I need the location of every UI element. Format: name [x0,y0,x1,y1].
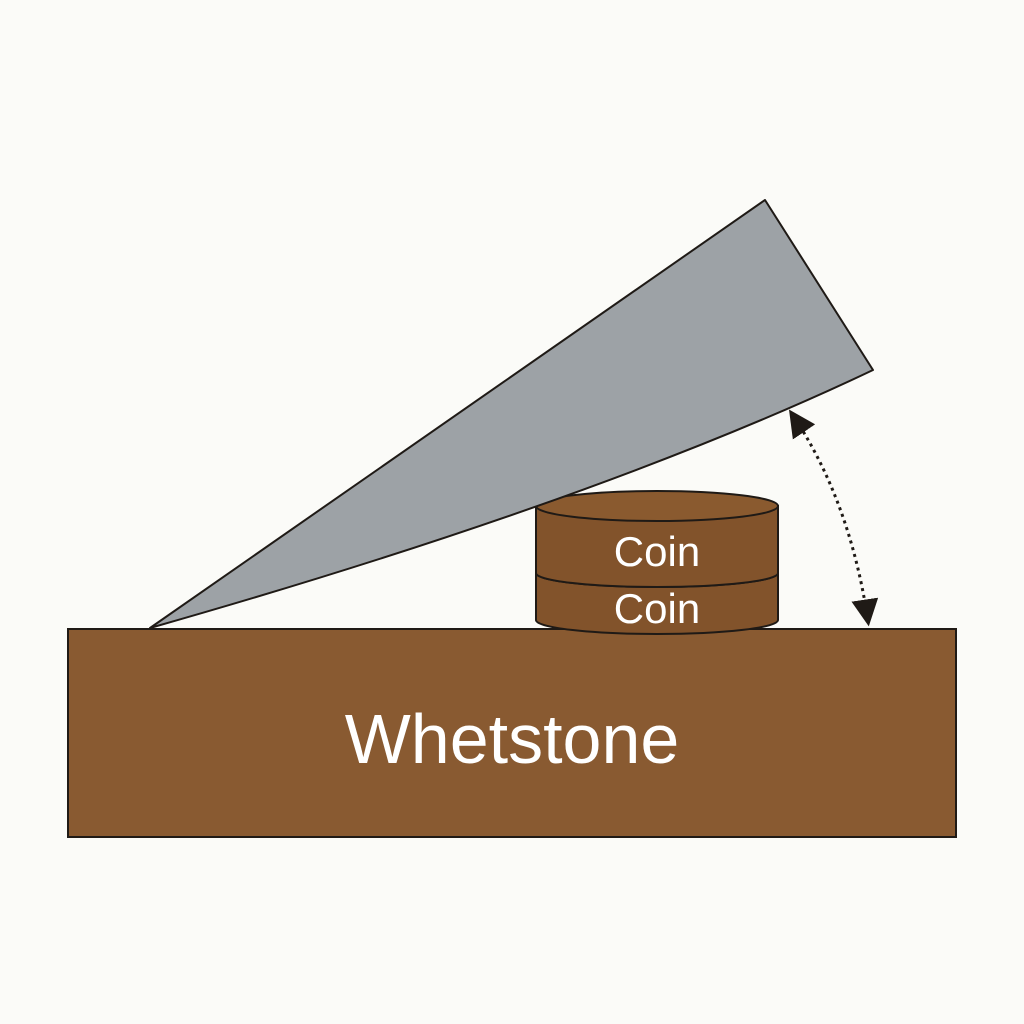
coin-top-face [535,490,779,522]
coin-top-label: Coin [614,528,700,575]
coin-stack: Coin Coin [535,490,779,635]
whetstone-body [67,628,957,838]
whetstone: Whetstone [67,628,957,838]
whetstone-label: Whetstone [345,700,680,778]
coin-top [535,505,779,588]
coin-bottom-label: Coin [614,585,700,632]
knife-blade [149,199,874,629]
angle-arrow-icon [788,409,879,627]
